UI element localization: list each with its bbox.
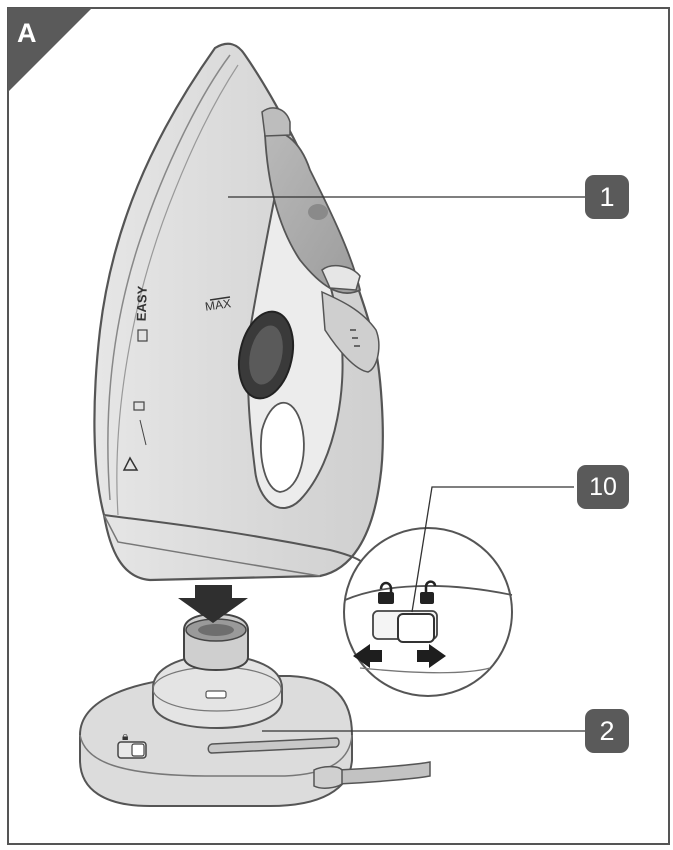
leader-line-10 bbox=[411, 486, 574, 613]
callout-2: 2 bbox=[585, 709, 629, 753]
panel-letter: A bbox=[17, 18, 37, 48]
arrow-right-icon bbox=[417, 644, 446, 668]
panel-corner-tab bbox=[8, 8, 92, 92]
padlock-open-icon bbox=[420, 580, 437, 604]
arrow-left-icon bbox=[353, 644, 382, 668]
callout-1: 1 bbox=[585, 175, 629, 219]
figure-frame bbox=[7, 7, 670, 845]
base-station: 🔒︎ bbox=[79, 612, 431, 807]
padlock-closed-icon bbox=[378, 581, 394, 604]
lock-detail-zoom bbox=[343, 527, 513, 697]
warning-icon bbox=[122, 456, 139, 471]
svg-text:🔒︎: 🔒︎ bbox=[122, 729, 128, 743]
easy-label: EASY bbox=[133, 285, 150, 322]
steam-iron bbox=[93, 42, 384, 582]
arrow-down-icon bbox=[178, 585, 248, 623]
callout-10: 10 bbox=[577, 465, 629, 509]
